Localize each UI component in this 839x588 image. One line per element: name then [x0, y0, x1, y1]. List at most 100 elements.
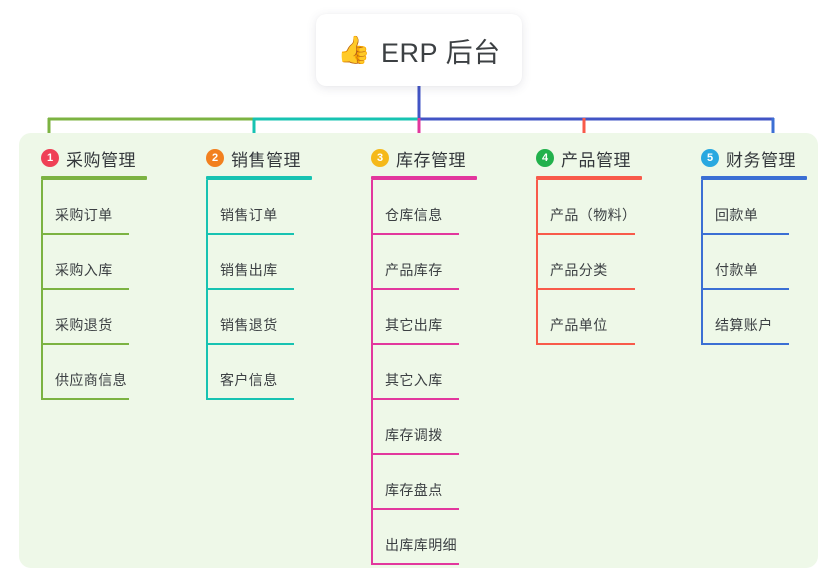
branch-item-rule [536, 233, 635, 235]
branch-spine [701, 180, 703, 345]
branch-item-label: 仓库信息 [385, 207, 443, 223]
branch-number-badge: 2 [206, 149, 224, 167]
branch-item-rule [206, 288, 294, 290]
branch-header[interactable]: 4 产品管理 [536, 145, 642, 171]
branch-item[interactable]: 产品单位 [536, 290, 642, 345]
branch-column-2: 2 销售管理销售订单销售出库销售退货客户信息 [206, 145, 312, 400]
branch-item-label: 库存调拨 [385, 427, 443, 443]
branch-item-rule [701, 288, 789, 290]
branch-item[interactable]: 付款单 [701, 235, 807, 290]
branch-item-rule [536, 288, 635, 290]
branch-label: 库存管理 [396, 150, 466, 170]
branch-item[interactable]: 销售订单 [206, 180, 312, 235]
branch-item-label: 其它入库 [385, 372, 443, 388]
diagram-panel [19, 133, 818, 568]
branch-header-rule [41, 176, 147, 180]
branch-item[interactable]: 其它出库 [371, 290, 477, 345]
branch-item-rule [371, 288, 459, 290]
branch-item[interactable]: 采购订单 [41, 180, 147, 235]
branch-item-list: 采购订单采购入库采购退货供应商信息 [41, 180, 147, 400]
branch-item-list: 产品（物料） 产品分类产品单位 [536, 180, 642, 345]
branch-item[interactable]: 仓库信息 [371, 180, 477, 235]
branch-item-rule [371, 398, 459, 400]
branch-number-badge: 4 [536, 149, 554, 167]
branch-item-rule [41, 288, 129, 290]
branch-item-label: 其它出库 [385, 317, 443, 333]
branch-item-label: 回款单 [715, 207, 759, 223]
branch-number-badge: 1 [41, 149, 59, 167]
branch-item-rule [41, 343, 129, 345]
root-node[interactable]: 👍 ERP 后台 [316, 14, 522, 86]
branch-header-rule [701, 176, 807, 180]
root-title: ERP 后台 [381, 37, 501, 68]
branch-item[interactable]: 产品库存 [371, 235, 477, 290]
branch-spine [41, 180, 43, 400]
branch-label: 财务管理 [726, 150, 796, 170]
branch-item-rule [206, 233, 294, 235]
branch-item-label: 采购订单 [55, 207, 113, 223]
branch-item-rule [701, 343, 789, 345]
branch-item[interactable]: 采购入库 [41, 235, 147, 290]
branch-item-label: 采购退货 [55, 317, 113, 333]
branch-header[interactable]: 2 销售管理 [206, 145, 312, 171]
branch-item-rule [371, 233, 459, 235]
branch-header-rule [371, 176, 477, 180]
branch-item-rule [41, 233, 129, 235]
branch-item-rule [206, 398, 294, 400]
branch-item[interactable]: 产品分类 [536, 235, 642, 290]
branch-item-label: 出库库明细 [385, 537, 457, 553]
branch-number-badge: 3 [371, 149, 389, 167]
branch-item[interactable]: 采购退货 [41, 290, 147, 345]
branch-header-rule [536, 176, 642, 180]
branch-column-3: 3 库存管理仓库信息产品库存其它出库其它入库库存调拨库存盘点出库库明细 [371, 145, 477, 565]
branch-item-label: 结算账户 [715, 317, 773, 333]
branch-item[interactable]: 出库库明细 [371, 510, 477, 565]
branch-item-rule [701, 233, 789, 235]
branch-column-5: 5 财务管理回款单付款单结算账户 [701, 145, 807, 345]
branch-spine [536, 180, 538, 345]
branch-item-label: 销售订单 [220, 207, 278, 223]
branch-item[interactable]: 客户信息 [206, 345, 312, 400]
branch-item[interactable]: 其它入库 [371, 345, 477, 400]
branch-item[interactable]: 销售出库 [206, 235, 312, 290]
branch-header[interactable]: 3 库存管理 [371, 145, 477, 171]
branch-item-list: 回款单付款单结算账户 [701, 180, 807, 345]
branch-item-rule [41, 398, 129, 400]
branch-spine [371, 180, 373, 565]
branch-item-label: 产品（物料） [550, 207, 637, 223]
branch-item-label: 产品库存 [385, 262, 443, 278]
branch-label: 销售管理 [231, 150, 301, 170]
branch-item-label: 客户信息 [220, 372, 278, 388]
branch-item[interactable]: 结算账户 [701, 290, 807, 345]
branch-item[interactable]: 库存调拨 [371, 400, 477, 455]
branch-item-rule [371, 343, 459, 345]
branch-item-label: 库存盘点 [385, 482, 443, 498]
branch-item[interactable]: 供应商信息 [41, 345, 147, 400]
branch-item-label: 销售退货 [220, 317, 278, 333]
branch-item[interactable]: 回款单 [701, 180, 807, 235]
branch-item-label: 采购入库 [55, 262, 113, 278]
branch-number-badge: 5 [701, 149, 719, 167]
branch-item-rule [536, 343, 635, 345]
thumbs-up-icon: 👍 [337, 34, 372, 65]
branch-item[interactable]: 销售退货 [206, 290, 312, 345]
branch-item-label: 付款单 [715, 262, 759, 278]
branch-item-list: 销售订单销售出库销售退货客户信息 [206, 180, 312, 400]
branch-item-label: 产品分类 [550, 262, 608, 278]
branch-label: 产品管理 [561, 150, 631, 170]
branch-item-label: 供应商信息 [55, 372, 127, 388]
branch-item-rule [371, 453, 459, 455]
branch-item[interactable]: 库存盘点 [371, 455, 477, 510]
branch-header[interactable]: 5 财务管理 [701, 145, 807, 171]
branch-item-rule [371, 508, 459, 510]
branch-header-rule [206, 176, 312, 180]
branch-item-list: 仓库信息产品库存其它出库其它入库库存调拨库存盘点出库库明细 [371, 180, 477, 565]
branch-item-rule [206, 343, 294, 345]
branch-spine [206, 180, 208, 400]
branch-item[interactable]: 产品（物料） [536, 180, 642, 235]
branch-item-label: 产品单位 [550, 317, 608, 333]
branch-item-label: 销售出库 [220, 262, 278, 278]
branch-column-4: 4 产品管理产品（物料） 产品分类产品单位 [536, 145, 642, 345]
